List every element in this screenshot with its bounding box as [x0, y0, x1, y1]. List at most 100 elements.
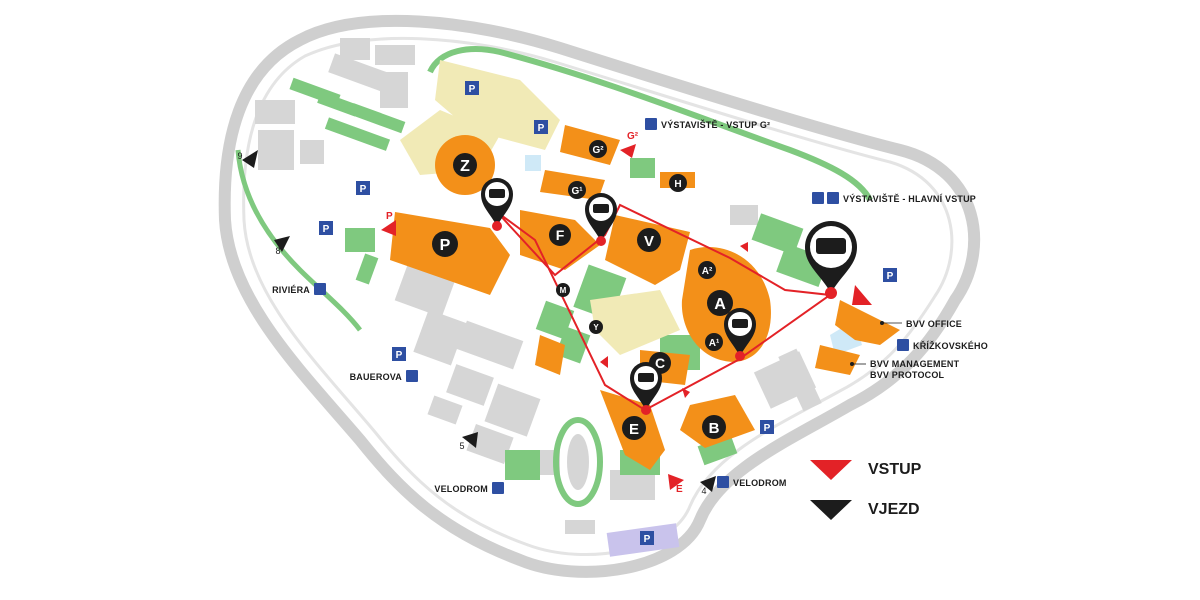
main-bus-pin-icon[interactable]	[805, 221, 857, 299]
green-area	[535, 300, 575, 340]
green-strip	[324, 117, 391, 151]
gate-label: E	[676, 484, 683, 495]
tram-stop-velodrom-right[interactable]: VELODROM	[717, 476, 787, 488]
building	[375, 45, 415, 65]
gate-number: 4	[701, 486, 706, 496]
stop-label: VÝSTAVIŠTĚ - VSTUP G²	[661, 119, 770, 130]
green-border-west	[235, 149, 362, 332]
green-area	[505, 450, 540, 480]
building	[300, 140, 324, 164]
tram-icon	[717, 476, 729, 488]
building	[446, 364, 494, 406]
tram-icon	[645, 118, 657, 130]
tram-stop-riviera[interactable]: RIVIÉRA	[272, 283, 326, 295]
bus-pin-icon[interactable]	[481, 178, 513, 231]
entrance-p-icon[interactable]	[381, 220, 396, 236]
building	[255, 100, 295, 124]
parking-icon: P	[534, 120, 548, 134]
tram-stop-vystaviste-g2[interactable]: VÝSTAVIŠTĚ - VSTUP G²	[645, 118, 770, 130]
building	[466, 424, 514, 464]
tram-icon	[492, 482, 504, 494]
hall-label-badge	[568, 181, 586, 199]
entrance-g2-icon[interactable]	[620, 144, 636, 158]
green-strip	[349, 103, 406, 134]
management-building-shape	[815, 345, 860, 375]
water-pool	[525, 155, 541, 171]
entrance-triangle-icon	[810, 460, 852, 480]
bvv-management-label: BVV MANAGEMENT	[870, 359, 960, 369]
parking-icon: P	[640, 531, 654, 545]
building-layer	[255, 38, 822, 534]
tram-stops: VÝSTAVIŠTĚ - VSTUP G² VÝSTAVIŠTĚ - HLAVN…	[272, 118, 988, 494]
green-layer	[289, 77, 829, 480]
hall-label: A¹	[709, 338, 720, 349]
bus-pin-icon[interactable]	[630, 362, 662, 415]
hall-label-badge	[669, 174, 687, 192]
tram-icon	[314, 283, 326, 295]
vehicle-entry-5-icon[interactable]	[462, 432, 478, 448]
building	[258, 130, 294, 170]
green-strip	[317, 91, 359, 117]
hall-label: P	[440, 237, 451, 254]
vehicle-entry-8-icon[interactable]	[274, 236, 290, 252]
hall-label-badge	[705, 333, 723, 351]
entrance-main-icon[interactable]	[852, 285, 872, 305]
hall-label: H	[674, 179, 681, 190]
tram-stop-vystaviste-main[interactable]: VÝSTAVIŠTĚ - HLAVNÍ VSTUP	[812, 192, 976, 204]
tram-icon	[812, 192, 824, 204]
stop-label: BAUEROVA	[350, 372, 403, 382]
hall-label: Y	[593, 323, 599, 332]
hall-label: A	[714, 296, 726, 313]
bus-pin-icon[interactable]	[724, 308, 756, 361]
stop-label: KŘÍŽKOVSKÉHO	[913, 340, 988, 351]
hall-label-badge	[556, 283, 570, 297]
athletics-field	[567, 434, 589, 490]
svg-text:P: P	[764, 423, 771, 434]
hall-label: V	[644, 233, 654, 250]
building	[484, 383, 541, 437]
legend-vjezd-label: VJEZD	[868, 501, 920, 518]
bus-pins	[481, 178, 857, 415]
building	[413, 309, 467, 366]
svg-text:P: P	[887, 271, 894, 282]
entrance-e-icon[interactable]	[668, 474, 684, 490]
hall-label: F	[556, 227, 565, 243]
parking-icon: P	[356, 181, 370, 195]
green-area	[630, 158, 655, 178]
vehicle-entry-4-icon[interactable]	[700, 476, 716, 492]
parking-field	[590, 290, 680, 355]
building	[328, 53, 387, 91]
green-area	[345, 228, 375, 252]
hall-label: G¹	[571, 186, 583, 197]
hall-label: G²	[592, 145, 604, 156]
legend: VSTUP VJEZD	[810, 460, 922, 520]
green-area	[355, 253, 379, 285]
vehicle-entry-9-icon[interactable]	[242, 150, 258, 168]
hall-label-badge	[549, 224, 571, 246]
parking-icon: P	[465, 81, 479, 95]
green-area	[697, 434, 738, 466]
gate-label: P	[386, 211, 393, 222]
tram-stop-velodrom-left[interactable]: VELODROM	[434, 482, 504, 494]
tram-stop-bauerova[interactable]: BAUEROVA	[350, 370, 418, 382]
bus-pin-icon[interactable]	[585, 193, 617, 246]
gate-number: 8	[275, 246, 280, 256]
hall-label-badge	[698, 261, 716, 279]
route-arrow-icon	[740, 242, 748, 252]
bus-icon	[827, 192, 839, 204]
parking-signs: P P P P P P P P	[319, 81, 897, 545]
green-border-north	[427, 46, 873, 202]
svg-text:P: P	[644, 534, 651, 545]
building	[340, 38, 370, 60]
vehicle-entry-triangle-icon	[810, 500, 852, 520]
bvv-office-label: BVV OFFICE	[906, 319, 962, 329]
building	[380, 72, 408, 108]
hall-y-shape	[535, 335, 565, 375]
gate-label: G²	[627, 131, 639, 142]
route-arrow-icon	[600, 356, 608, 368]
ring-road-inner	[242, 36, 954, 556]
gate-number: 5	[459, 441, 464, 451]
tram-icon	[406, 370, 418, 382]
tram-stop-krizkovskeho[interactable]: KŘÍŽKOVSKÉHO	[897, 339, 988, 351]
